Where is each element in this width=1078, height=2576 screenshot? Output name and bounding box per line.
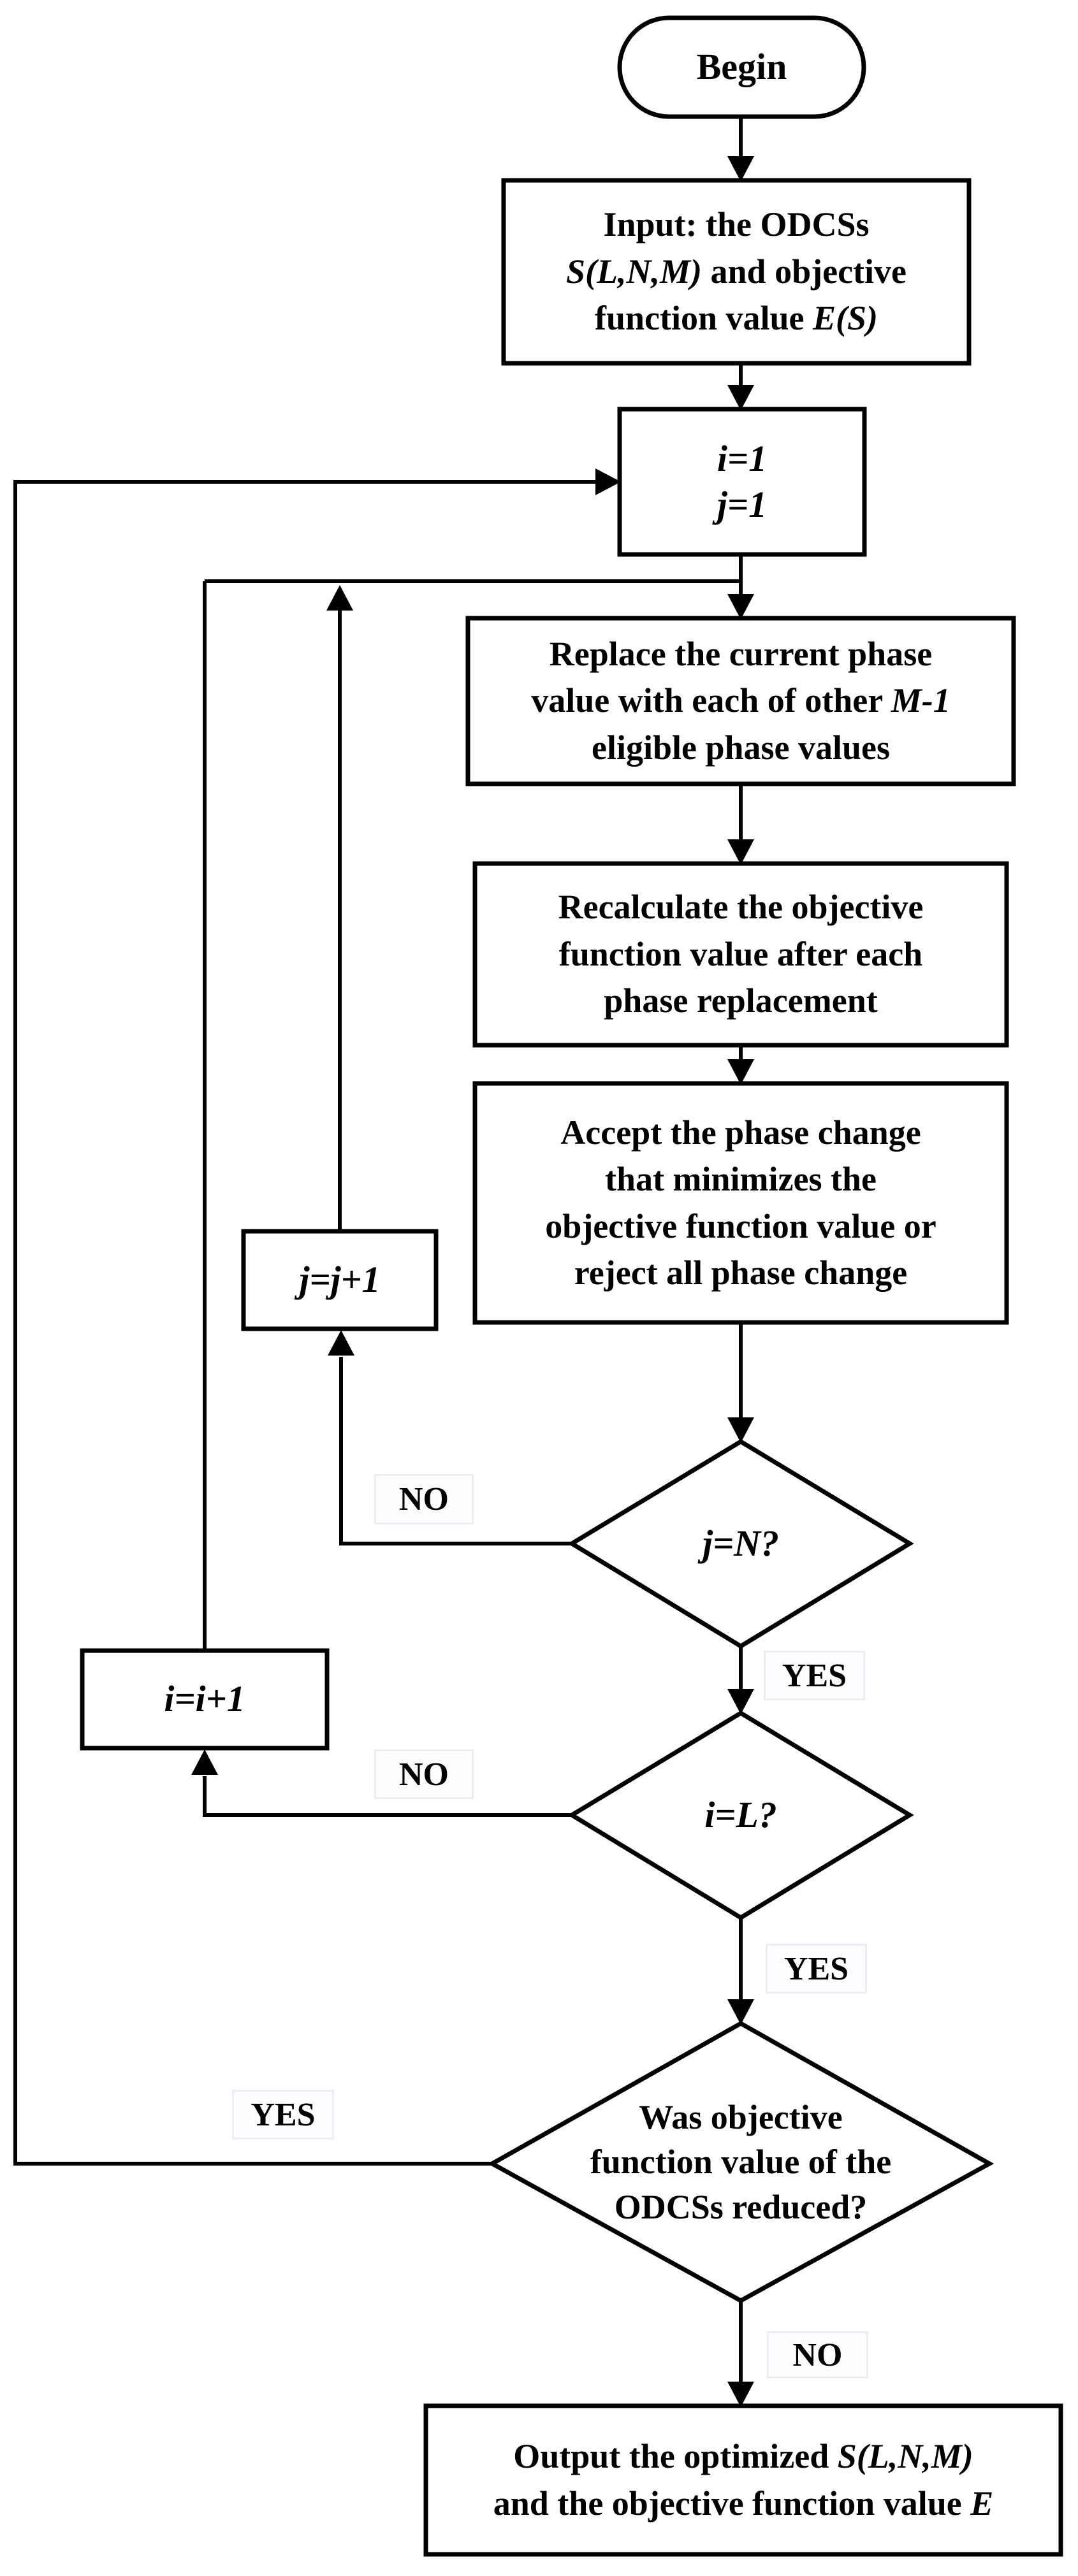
increment-i-box-shape: [80, 1648, 330, 1751]
output-box-shape: [423, 2403, 1063, 2557]
increment-j-text: j=j+1: [299, 1259, 381, 1301]
arrowhead-into-increment-i: [191, 1749, 218, 1775]
arrowhead-into-decision-i: [727, 1689, 754, 1714]
yes-label-decision-j: YES: [764, 1651, 865, 1700]
begin-node-label: Begin: [696, 46, 787, 88]
arrowhead-into-increment-j: [328, 1330, 354, 1356]
edge-reduced-yes-loop: [13, 480, 597, 2166]
arrowhead-into-decision-reduced: [727, 1999, 754, 2025]
input-box-shape: [501, 178, 972, 366]
decision-j-diamond-shape: [567, 1438, 914, 1649]
replace-box-shape: [465, 616, 1016, 786]
recalculate-box-shape: [472, 861, 1009, 1048]
increment-i-text: i=i+1: [164, 1678, 245, 1720]
edge-decision-i-no: [203, 1776, 572, 1817]
decision-i-diamond-shape: [567, 1710, 914, 1921]
increment-j-box-shape: [241, 1229, 439, 1331]
arrowhead-into-decision-j: [727, 1417, 754, 1443]
accept-box-shape: [472, 1081, 1009, 1325]
decision-i-text: i=L?: [704, 1794, 777, 1836]
arrowhead-into-replace: [727, 594, 754, 619]
decision-j-text: j=N?: [702, 1523, 780, 1565]
yes-label-decision-i: YES: [766, 1944, 867, 1994]
arrowhead-into-init-left: [595, 468, 621, 495]
no-label-decision-j: NO: [374, 1474, 474, 1524]
arrowhead-into-accept: [727, 1059, 754, 1085]
output-node-text: Output the optimized S(L,N,M)and the obj…: [493, 2437, 994, 2522]
no-label-decision-reduced: NO: [767, 2331, 868, 2378]
arrowhead-into-recalculate: [727, 839, 754, 865]
begin-terminator-shape: [617, 15, 866, 119]
no-label-decision-i: NO: [374, 1749, 474, 1799]
arrowhead-into-init: [727, 385, 754, 410]
arrowhead-into-input: [727, 156, 754, 182]
arrowhead-into-output: [727, 2382, 754, 2407]
arrowhead-j-loop-up: [326, 585, 353, 611]
yes-label-decision-reduced: YES: [232, 2090, 334, 2139]
edge-decision-j-no: [339, 1357, 572, 1545]
decision-reduced-diamond-shape: [487, 2020, 994, 2303]
init-box-shape: [617, 407, 867, 557]
